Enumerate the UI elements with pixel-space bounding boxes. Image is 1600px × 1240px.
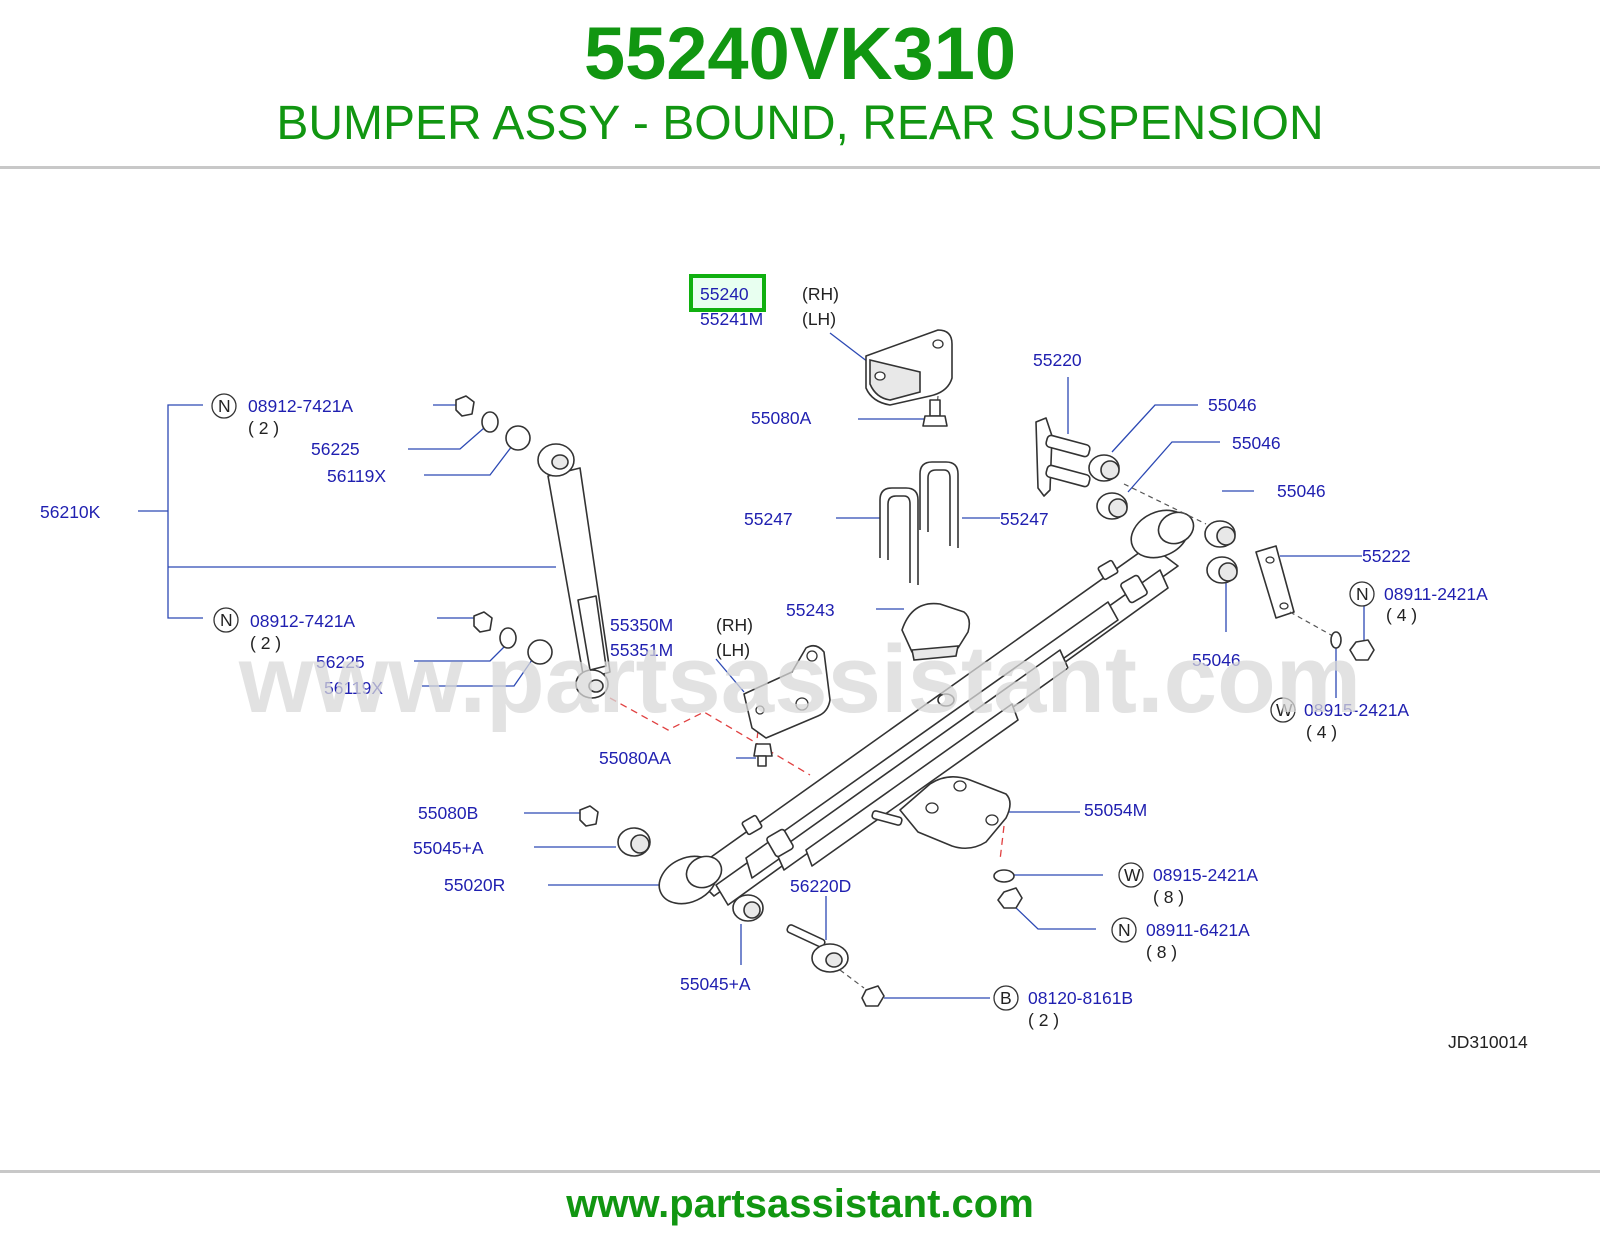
callout-55080a[interactable]: 55080A	[751, 408, 812, 428]
hanger-56220d	[786, 924, 885, 1007]
svg-text:N: N	[220, 610, 233, 630]
callout-08912-7421a[interactable]: 08912-7421A	[248, 396, 353, 416]
shock-absorber-56210k	[537, 443, 611, 699]
spring-seat-55054m	[871, 776, 1023, 909]
selected-part-highlight	[689, 274, 766, 312]
callout-55046[interactable]: 55046	[1192, 650, 1241, 670]
bolt-badge	[993, 985, 1019, 1011]
svg-text:W: W	[1276, 700, 1293, 720]
washer-badge	[1270, 697, 1296, 723]
diagram-code: JD310014	[1448, 1032, 1528, 1052]
shackle-plate-55222	[1255, 545, 1375, 661]
callout-55020r[interactable]: 55020R	[444, 875, 505, 895]
callout-55054m[interactable]: 55054M	[1084, 800, 1147, 820]
callout-55247[interactable]: 55247	[1000, 509, 1049, 529]
callout-55240[interactable]: 55240	[700, 284, 749, 304]
svg-text:W: W	[1124, 865, 1141, 885]
callout-55046[interactable]: 55046	[1208, 395, 1257, 415]
note-rh: (RH)	[802, 284, 839, 304]
callout-55222[interactable]: 55222	[1362, 546, 1411, 566]
watermark: www.partsassistant.com	[238, 626, 1361, 733]
callout-55243[interactable]: 55243	[786, 600, 835, 620]
callout-55046[interactable]: 55046	[1232, 433, 1281, 453]
page-subtitle: BUMPER ASSY - BOUND, REAR SUSPENSION	[276, 97, 1324, 150]
callout-55350m[interactable]: 55350M	[610, 615, 673, 635]
svg-text:N: N	[1118, 920, 1131, 940]
svg-text:B: B	[1000, 988, 1012, 1008]
nut-badge	[213, 607, 239, 633]
callout-08915-2421a[interactable]: 08915-2421A	[1153, 865, 1258, 885]
parts-diagram: 55240 (RH) 55241M (LH) 55080A 55220 5504…	[40, 274, 1528, 1052]
quantity: ( 2 )	[248, 418, 279, 438]
quantity: ( 4 )	[1386, 605, 1417, 625]
page-title: 55240VK310	[583, 12, 1017, 95]
callout-55045a[interactable]: 55045+A	[413, 838, 484, 858]
callout-08911-2421a[interactable]: 08911-2421A	[1384, 584, 1488, 604]
callout-55351m[interactable]: 55351M	[610, 640, 673, 660]
quantity: ( 8 )	[1146, 942, 1177, 962]
callout-56119x[interactable]: 56119X	[324, 678, 383, 698]
quantity: ( 2 )	[250, 633, 281, 653]
bound-bumper-55240	[865, 329, 953, 427]
callout-08120-8161b[interactable]: 08120-8161B	[1028, 988, 1133, 1008]
header-divider	[0, 166, 1600, 169]
shackle-front-55220	[1035, 417, 1091, 497]
callout-56210k[interactable]: 56210K	[40, 502, 101, 522]
u-bolts-55247	[879, 461, 959, 585]
callout-08915-2421a[interactable]: 08915-2421A	[1304, 700, 1409, 720]
nut-badge	[211, 393, 237, 419]
shock-bracket-55350m	[743, 644, 831, 767]
quantity: ( 2 )	[1028, 1010, 1059, 1030]
footer-site-link[interactable]: www.partsassistant.com	[566, 1182, 1034, 1226]
callout-08911-6421a[interactable]: 08911-6421A	[1146, 920, 1250, 940]
callout-56119x[interactable]: 56119X	[327, 466, 386, 486]
shock-hardware	[455, 395, 553, 665]
callout-55220[interactable]: 55220	[1033, 350, 1082, 370]
callout-56225[interactable]: 56225	[316, 652, 365, 672]
svg-text:N: N	[1356, 584, 1369, 604]
footer-divider	[0, 1170, 1600, 1173]
callout-55045a[interactable]: 55045+A	[680, 974, 751, 994]
bushings-55046	[1088, 454, 1238, 584]
callout-56220d[interactable]: 56220D	[790, 876, 851, 896]
callout-55080b[interactable]: 55080B	[418, 803, 478, 823]
nut-badge	[1349, 581, 1375, 607]
note-lh: (LH)	[802, 309, 836, 329]
callout-56225[interactable]: 56225	[311, 439, 360, 459]
callout-55247[interactable]: 55247	[744, 509, 793, 529]
nut-badge	[1111, 917, 1137, 943]
leaf-spring	[658, 509, 1195, 906]
leader-lines	[138, 332, 1365, 999]
quantity: ( 8 )	[1153, 887, 1184, 907]
callout-55046[interactable]: 55046	[1277, 481, 1326, 501]
part-labels: 55240 (RH) 55241M (LH) 55080A 55220 5504…	[40, 284, 1528, 1052]
note-rh: (RH)	[716, 615, 753, 635]
spring-pad-55243	[901, 602, 971, 661]
front-hardware	[579, 805, 764, 922]
note-lh: (LH)	[716, 640, 750, 660]
svg-text:N: N	[218, 396, 231, 416]
washer-badge	[1118, 862, 1144, 888]
callout-55241m[interactable]: 55241M	[700, 309, 763, 329]
callout-08912-7421a[interactable]: 08912-7421A	[250, 611, 355, 631]
callout-55080aa[interactable]: 55080AA	[599, 748, 671, 768]
quantity: ( 4 )	[1306, 722, 1337, 742]
